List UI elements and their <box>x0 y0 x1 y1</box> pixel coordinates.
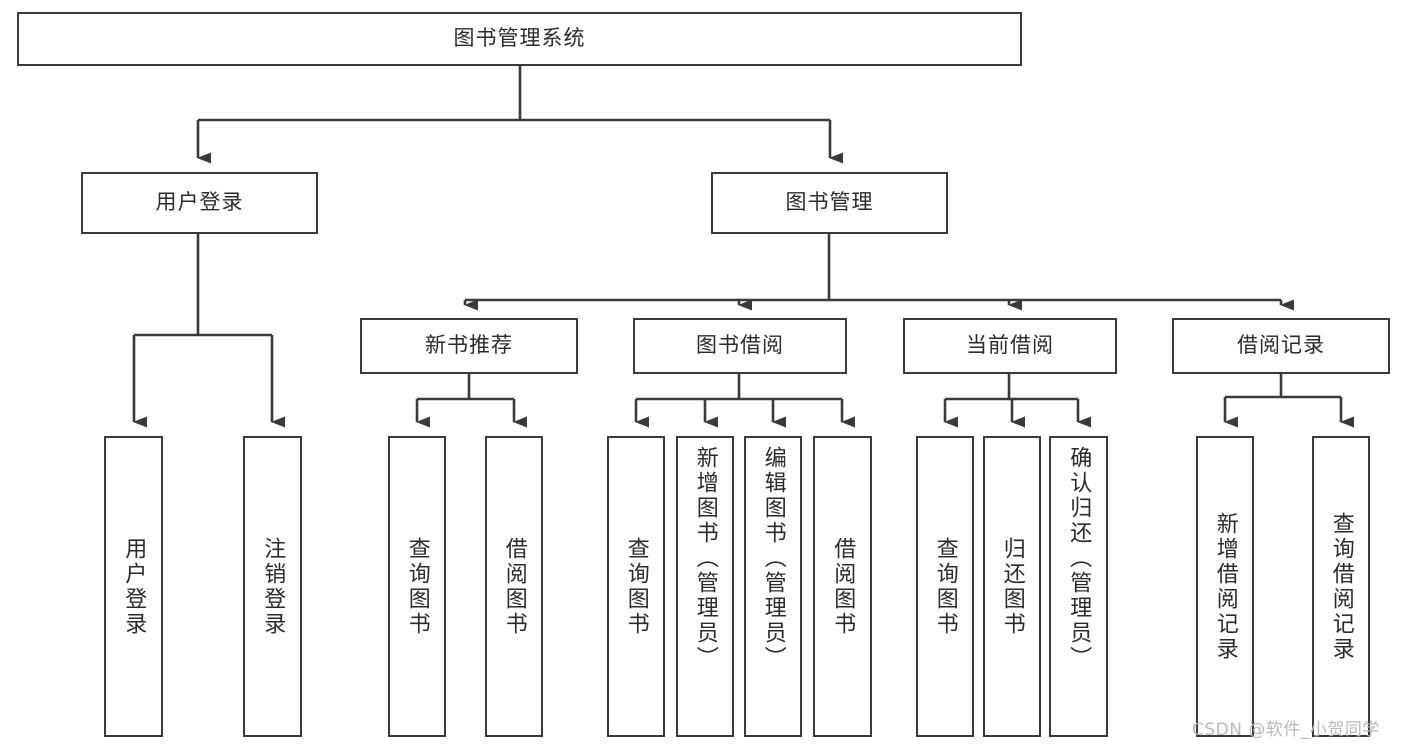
leaf-borrow-book[interactable]: 借阅图书 <box>813 436 872 737</box>
leaf-user-login[interactable]: 用户登录 <box>104 436 163 737</box>
leaf-return-book[interactable]: 归还图书 <box>983 436 1041 737</box>
node-borrow-record[interactable]: 借阅记录 <box>1172 318 1390 374</box>
node-user-login[interactable]: 用户登录 <box>81 172 318 234</box>
node-book-management[interactable]: 图书管理 <box>711 172 948 234</box>
leaf-query-book-new[interactable]: 查询图书 <box>388 436 446 737</box>
node-book-borrow[interactable]: 图书借阅 <box>633 318 847 374</box>
node-current-borrow[interactable]: 当前借阅 <box>903 318 1117 374</box>
leaf-confirm-return-admin[interactable]: 确认归还（管理员） <box>1049 436 1108 737</box>
leaf-user-logout[interactable]: 注销登录 <box>243 436 302 737</box>
csdn-watermark: CSDN @软件_小贺同学 <box>1192 720 1380 740</box>
leaf-add-borrow-record[interactable]: 新增借阅记录 <box>1196 436 1254 737</box>
leaf-query-borrow-record[interactable]: 查询借阅记录 <box>1312 436 1370 737</box>
leaf-add-book-admin[interactable]: 新增图书（管理员） <box>676 436 734 737</box>
leaf-query-book-borrow[interactable]: 查询图书 <box>607 436 665 737</box>
node-new-book-recommend[interactable]: 新书推荐 <box>360 318 578 374</box>
leaf-query-book-current[interactable]: 查询图书 <box>916 436 974 737</box>
node-root-system[interactable]: 图书管理系统 <box>17 12 1022 66</box>
leaf-edit-book-admin[interactable]: 编辑图书（管理员） <box>744 436 802 737</box>
leaf-borrow-book-new[interactable]: 借阅图书 <box>485 436 543 737</box>
